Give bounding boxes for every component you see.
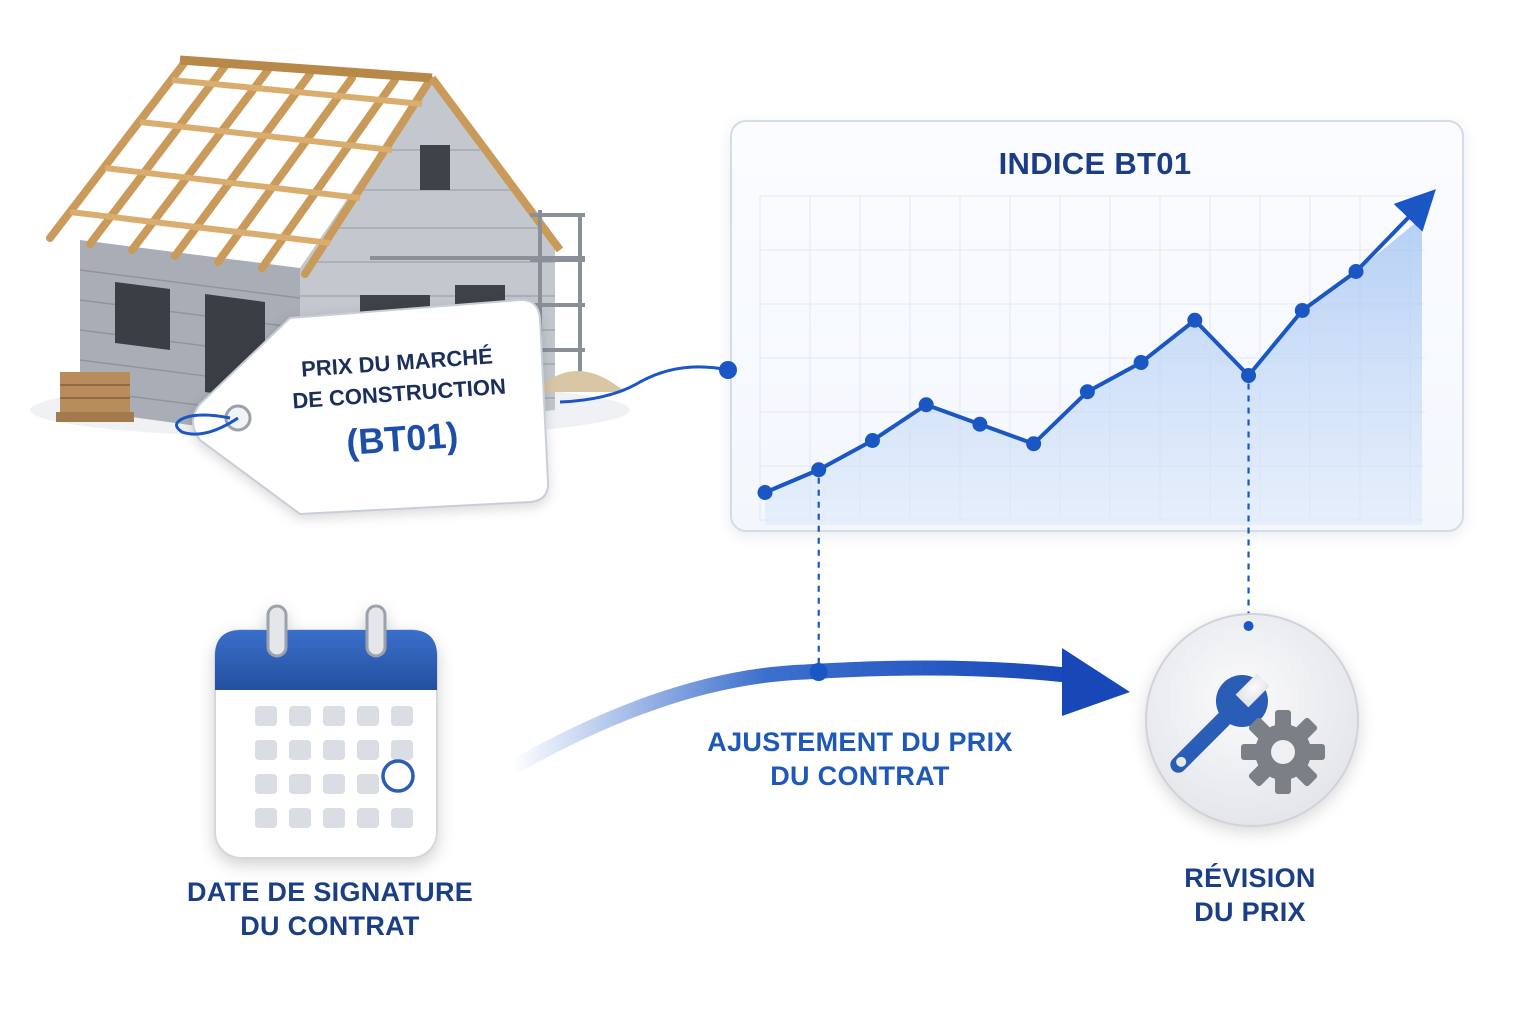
price-adjustment-label: AJUSTEMENT DU PRIX DU CONTRAT — [680, 726, 1040, 794]
chart-area-fill — [765, 217, 1422, 525]
price-revision-label-line-2: DU PRIX — [1194, 896, 1306, 927]
calendar-selected-day — [381, 759, 415, 793]
wrench-gear-icon — [1145, 613, 1359, 827]
chart-point-0 — [757, 485, 773, 500]
chart-point-10 — [1294, 303, 1310, 318]
adjustment-node — [809, 663, 828, 681]
chart-point-1 — [811, 462, 827, 478]
chart-point-2 — [864, 433, 880, 448]
chart-point-3 — [918, 397, 934, 413]
signature-date-label-line-1: DATE DE SIGNATURE — [186, 877, 474, 907]
arrow-head — [1062, 648, 1130, 716]
price-adjustment-label-line-2: DU CONTRAT — [770, 760, 950, 791]
price-tag — [175, 298, 550, 516]
chart-points — [757, 264, 1364, 500]
price-tag-text: PRIX DU MARCHÉ DE CONSTRUCTION (BT01) — [266, 339, 533, 473]
signature-date-label: DATE DE SIGNATURE DU CONTRAT — [170, 876, 490, 944]
chart-title: INDICE BT01 — [998, 146, 1192, 181]
tag-to-chart-connector — [559, 365, 729, 404]
gear-icon — [1241, 710, 1325, 794]
chart-point-5 — [1026, 436, 1042, 452]
signature-date-label-line-2: DU CONTRAT — [240, 910, 420, 941]
chart-point-11 — [1348, 264, 1364, 279]
chart-point-6 — [1079, 384, 1095, 400]
calendar-icon — [214, 604, 438, 859]
chart-point-4 — [972, 416, 988, 432]
tag-line-3: (BT01) — [344, 413, 460, 463]
wrench-icon — [1170, 673, 1270, 773]
chart-point-9 — [1241, 368, 1257, 383]
series-area — [765, 217, 1422, 525]
adjustment-arrow — [504, 648, 1130, 776]
chart-point-7 — [1133, 355, 1149, 370]
price-adjustment-label-line-1: AJUSTEMENT DU PRIX — [707, 727, 1013, 757]
connector-node — [719, 361, 737, 379]
chart-point-8 — [1187, 312, 1203, 328]
price-revision-label-line-1: RÉVISION — [1184, 863, 1316, 893]
price-revision-label: RÉVISION DU PRIX — [1150, 862, 1350, 930]
revision-node — [1243, 621, 1254, 631]
